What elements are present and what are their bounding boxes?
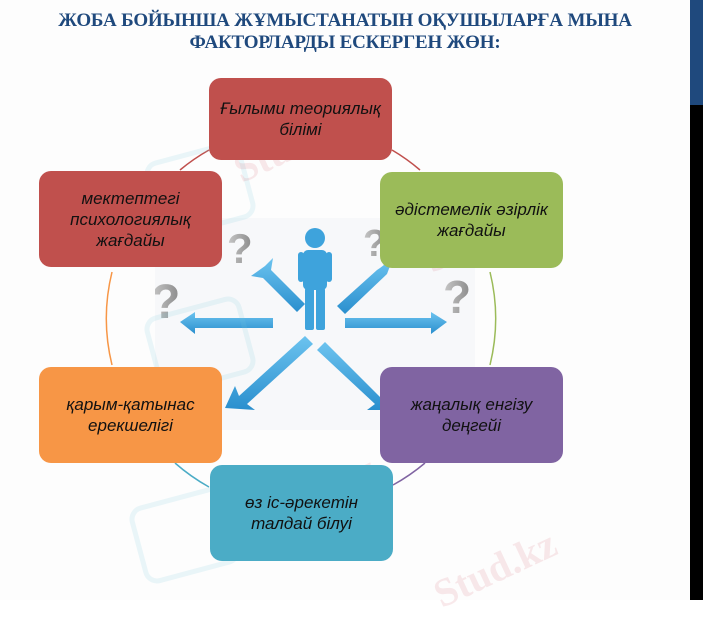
- slide: ЖОБА БОЙЫНША ЖҰМЫСТАНАТЫН ОҚУШЫЛАРҒА МЫН…: [0, 10, 690, 617]
- side-bar-accent: [690, 0, 703, 105]
- factor-label: Ғылыми теориялық білімі: [220, 99, 381, 139]
- svg-text:?: ?: [443, 271, 471, 323]
- slide-title: ЖОБА БОЙЫНША ЖҰМЫСТАНАТЫН ОҚУШЫЛАРҒА МЫН…: [0, 10, 690, 54]
- side-bar-dark: [690, 105, 703, 600]
- title-line-2: ФАКТОРЛАРДЫ ЕСКЕРГЕН ЖӨН:: [189, 32, 501, 53]
- svg-text:?: ?: [227, 225, 253, 272]
- factor-label: мектептегі психологиялық жағдайы: [70, 188, 191, 250]
- factor-label: әдістемелік әзірлік жағдайы: [395, 200, 548, 240]
- person-with-arrows-icon: ? ? ? ? ?: [151, 223, 471, 417]
- factor-box-scientific-knowledge: Ғылыми теориялық білімі: [209, 78, 392, 160]
- factor-label: жаңалық енгізу деңгейі: [410, 395, 533, 435]
- cycle-connector-circle: [105, 149, 497, 488]
- factor-label: өз іс-әрекетін талдай білуі: [245, 493, 358, 533]
- factor-box-methodological-readiness: әдістемелік әзірлік жағдайы: [380, 172, 563, 268]
- factor-box-innovation-level: жаңалық енгізу деңгейі: [380, 367, 563, 463]
- factor-box-school-psychology: мектептегі психологиялық жағдайы: [39, 171, 222, 267]
- title-line-1: ЖОБА БОЙЫНША ЖҰМЫСТАНАТЫН ОҚУШЫЛАРҒА МЫН…: [58, 10, 632, 31]
- factor-box-self-analysis: өз іс-әрекетін талдай білуі: [210, 465, 393, 561]
- svg-text:?: ?: [155, 276, 180, 329]
- factor-box-communication: қарым-қатынас ерекшелігі: [39, 367, 222, 463]
- person-icon: [298, 228, 332, 330]
- factor-label: қарым-қатынас ерекшелігі: [66, 395, 195, 435]
